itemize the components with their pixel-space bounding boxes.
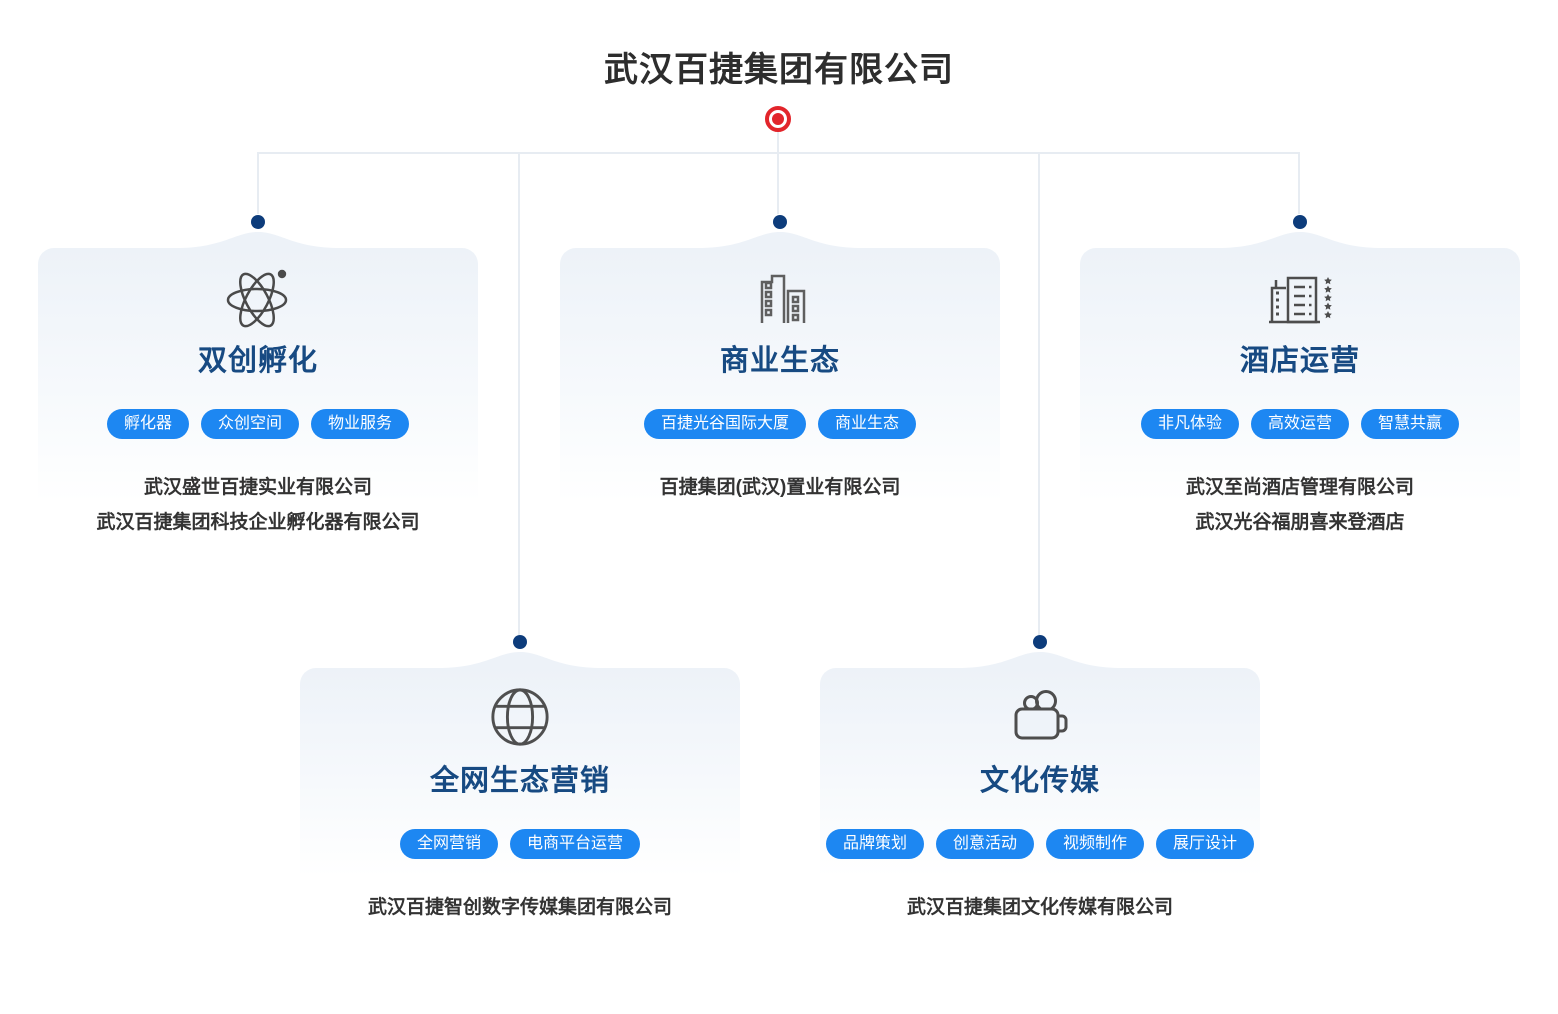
card-notch bbox=[180, 232, 336, 248]
tag-pill: 智慧共赢 bbox=[1361, 409, 1460, 439]
card-title: 文化传媒 bbox=[979, 765, 1100, 797]
company-list: 武汉盛世百捷实业有限公司 武汉百捷集团科技企业孵化器有限公司 bbox=[38, 470, 478, 540]
tag-list: 品牌策划 创意活动 视频制作 展厅设计 bbox=[820, 829, 1260, 859]
connector-line bbox=[777, 132, 779, 153]
tag-pill: 电商平台运营 bbox=[510, 829, 641, 859]
company-name: 武汉百捷集团文化传媒有限公司 bbox=[906, 897, 1173, 918]
tag-list: 非凡体验 高效运营 智慧共赢 bbox=[1080, 409, 1520, 439]
company-name: 武汉百捷集团科技企业孵化器有限公司 bbox=[96, 512, 420, 533]
card-title: 双创孵化 bbox=[197, 345, 318, 377]
card-marketing: 全网生态营销 全网营销 电商平台运营 武汉百捷智创数字传媒集团有限公司 bbox=[300, 635, 740, 923]
tag-pill: 孵化器 bbox=[106, 409, 189, 439]
card-notch bbox=[1222, 232, 1378, 248]
card-title: 商业生态 bbox=[719, 345, 840, 377]
company-name: 武汉光谷福朋喜来登酒店 bbox=[1195, 512, 1405, 533]
company-list: 武汉百捷集团文化传媒有限公司 bbox=[820, 890, 1260, 925]
card-incubation: 双创孵化 孵化器 众创空间 物业服务 武汉盛世百捷实业有限公司 武汉百捷集团科技… bbox=[38, 215, 478, 558]
card-culture-media: 文化传媒 品牌策划 创意活动 视频制作 展厅设计 武汉百捷集团文化传媒有限公司 bbox=[820, 635, 1260, 923]
connector-line bbox=[518, 152, 520, 635]
globe-icon bbox=[300, 686, 740, 748]
connector-node-dot bbox=[513, 635, 527, 649]
atom-icon bbox=[38, 266, 478, 328]
tag-pill: 众创空间 bbox=[200, 409, 299, 439]
card-title: 全网生态营销 bbox=[429, 765, 610, 797]
card-body: 商业生态 百捷光谷国际大厦 商业生态 百捷集团(武汉)置业有限公司 bbox=[560, 248, 1000, 558]
tag-pill: 品牌策划 bbox=[825, 829, 924, 859]
connector-node-dot bbox=[1033, 635, 1047, 649]
connector-line bbox=[1298, 152, 1300, 214]
root-node-core bbox=[772, 113, 784, 125]
tag-pill: 创意活动 bbox=[935, 829, 1034, 859]
connector-node-dot bbox=[251, 215, 265, 229]
tag-pill: 高效运营 bbox=[1250, 409, 1349, 439]
company-list: 武汉百捷智创数字传媒集团有限公司 bbox=[300, 890, 740, 925]
company-name: 武汉百捷智创数字传媒集团有限公司 bbox=[367, 897, 672, 918]
company-list: 百捷集团(武汉)置业有限公司 bbox=[560, 470, 1000, 505]
hotel-stars-icon bbox=[1080, 266, 1520, 328]
connector-node-dot bbox=[1293, 215, 1307, 229]
company-name: 武汉盛世百捷实业有限公司 bbox=[143, 477, 372, 498]
buildings-icon bbox=[560, 266, 1000, 328]
tag-pill: 全网营销 bbox=[399, 829, 498, 859]
video-camera-icon bbox=[820, 686, 1260, 748]
tag-pill: 展厅设计 bbox=[1156, 829, 1255, 859]
tag-list: 孵化器 众创空间 物业服务 bbox=[38, 409, 478, 439]
connector-line bbox=[777, 152, 779, 214]
company-name: 百捷集团(武汉)置业有限公司 bbox=[659, 477, 901, 498]
card-title: 酒店运营 bbox=[1239, 345, 1360, 377]
company-name: 武汉至尚酒店管理有限公司 bbox=[1185, 477, 1414, 498]
connector-line bbox=[1038, 152, 1040, 635]
card-body: 文化传媒 品牌策划 创意活动 视频制作 展厅设计 武汉百捷集团文化传媒有限公司 bbox=[820, 668, 1260, 923]
page-title: 武汉百捷集团有限公司 bbox=[604, 51, 954, 89]
card-notch bbox=[962, 652, 1118, 668]
card-hotel: 酒店运营 非凡体验 高效运营 智慧共赢 武汉至尚酒店管理有限公司 武汉光谷福朋喜… bbox=[1080, 215, 1520, 558]
tag-pill: 物业服务 bbox=[311, 409, 410, 439]
card-body: 全网生态营销 全网营销 电商平台运营 武汉百捷智创数字传媒集团有限公司 bbox=[300, 668, 740, 923]
card-notch bbox=[702, 232, 858, 248]
tag-list: 全网营销 电商平台运营 bbox=[300, 829, 740, 859]
tag-pill: 商业生态 bbox=[818, 409, 917, 439]
tag-pill: 视频制作 bbox=[1046, 829, 1145, 859]
card-notch bbox=[442, 652, 598, 668]
card-body: 双创孵化 孵化器 众创空间 物业服务 武汉盛世百捷实业有限公司 武汉百捷集团科技… bbox=[38, 248, 478, 558]
tag-pill: 非凡体验 bbox=[1140, 409, 1239, 439]
connector-node-dot bbox=[773, 215, 787, 229]
connector-line bbox=[257, 152, 259, 214]
card-body: 酒店运营 非凡体验 高效运营 智慧共赢 武汉至尚酒店管理有限公司 武汉光谷福朋喜… bbox=[1080, 248, 1520, 558]
company-list: 武汉至尚酒店管理有限公司 武汉光谷福朋喜来登酒店 bbox=[1080, 470, 1520, 540]
root-node-bullseye-icon bbox=[765, 106, 791, 132]
tag-pill: 百捷光谷国际大厦 bbox=[643, 409, 806, 439]
card-commerce: 商业生态 百捷光谷国际大厦 商业生态 百捷集团(武汉)置业有限公司 bbox=[560, 215, 1000, 558]
tag-list: 百捷光谷国际大厦 商业生态 bbox=[560, 409, 1000, 439]
